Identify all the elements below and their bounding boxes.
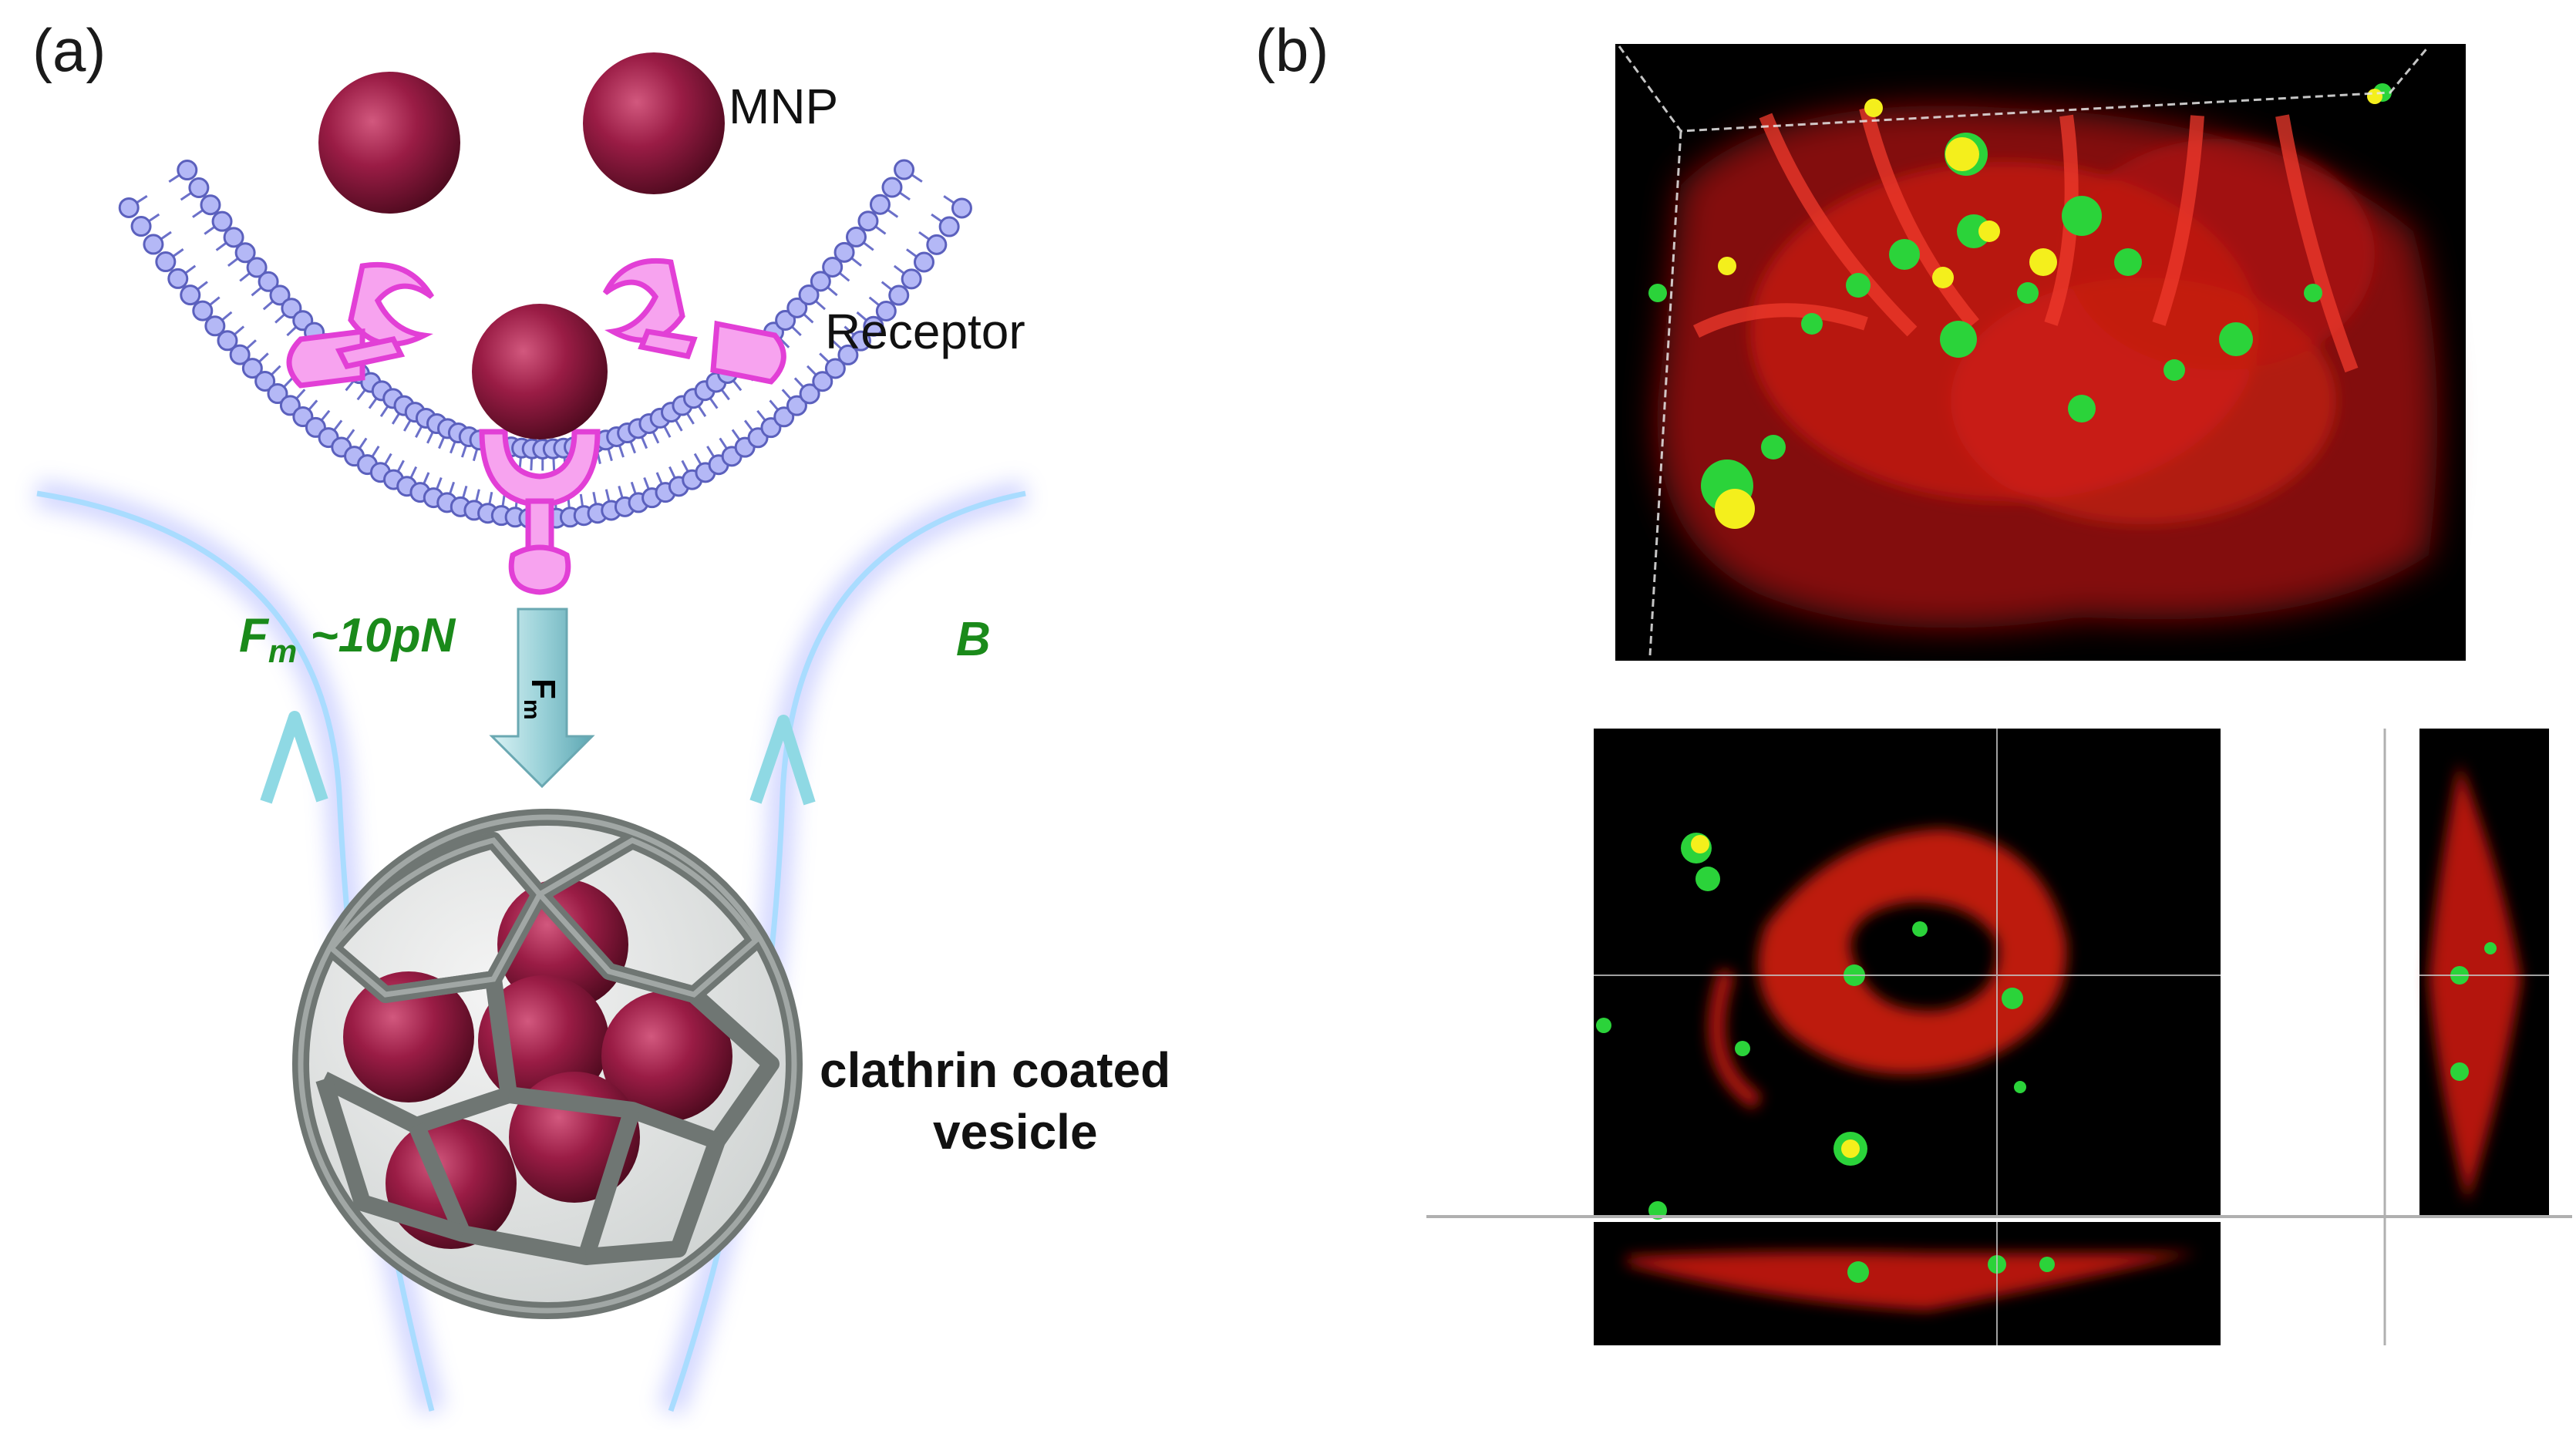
receptor-icon <box>479 429 601 595</box>
vesicle-label-line2: vesicle <box>933 1104 1098 1160</box>
force-arrow-icon: Fm <box>489 608 595 789</box>
clathrin-vesicle-icon <box>292 809 803 1319</box>
arrow-label: Fm <box>519 678 562 720</box>
microscopy-orthogonal-view <box>1426 729 2572 1345</box>
microscopy-3d-render <box>1615 44 2466 661</box>
force-label: Fm ~10pN <box>239 609 456 669</box>
receptor-icon <box>286 261 435 389</box>
nanoparticle-icon <box>318 72 460 214</box>
receptor-label: Receptor <box>825 304 1025 359</box>
panel-a-label: (a) <box>32 16 106 84</box>
nanoparticle-icon <box>583 52 725 194</box>
panel-b-label: (b) <box>1255 16 1328 84</box>
field-label: B <box>956 613 991 666</box>
vesicle-label-line1: clathrin coated <box>820 1042 1170 1098</box>
receptor-icon <box>602 258 786 385</box>
nanoparticle-icon <box>472 304 608 439</box>
mnp-label: MNP <box>729 79 838 134</box>
